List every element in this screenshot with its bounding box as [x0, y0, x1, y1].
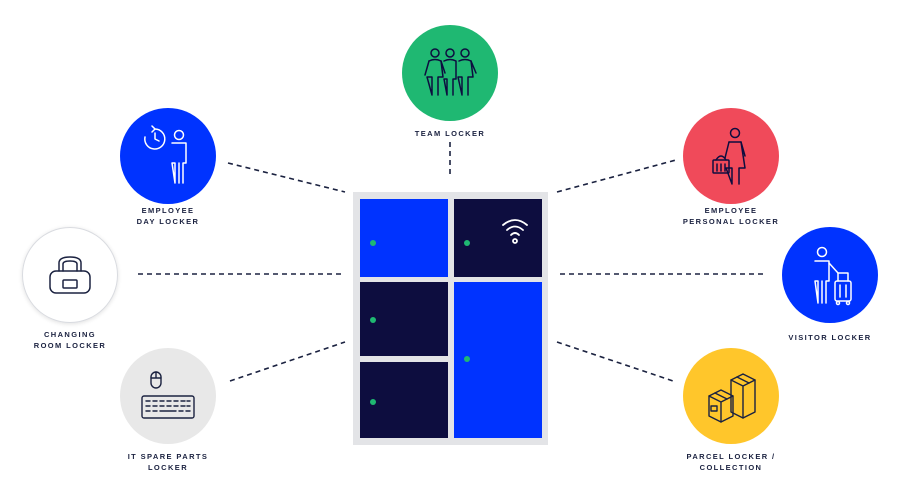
- parcel-boxes-icon: [708, 373, 756, 423]
- locker-door-bottom-left[interactable]: [360, 362, 448, 438]
- employee-personal-locker-label-line: PERSONAL LOCKER: [682, 217, 780, 226]
- team-people-icon: [424, 48, 477, 96]
- employee-day-locker-circle[interactable]: [120, 108, 216, 204]
- person-suitcase-icon: [814, 246, 852, 306]
- parcel-locker-label: PARCEL LOCKER / COLLECTION: [651, 451, 811, 473]
- door-handle: [370, 317, 376, 323]
- team-locker-label: TEAM LOCKER: [370, 128, 530, 139]
- door-handle: [464, 356, 470, 362]
- parcel-locker-circle[interactable]: [683, 348, 779, 444]
- parcel-locker-label-line: COLLECTION: [699, 463, 763, 472]
- it-spare-parts-locker-label-line: LOCKER: [147, 463, 189, 472]
- team-locker-circle[interactable]: [402, 25, 498, 121]
- employee-personal-locker-label-line: EMPLOYEE: [704, 206, 758, 215]
- connector-it-spare: [229, 341, 346, 382]
- employee-day-locker-label-line: EMPLOYEE: [141, 206, 195, 215]
- door-handle: [370, 240, 376, 246]
- visitor-locker-label: VISITOR LOCKER: [750, 332, 900, 343]
- it-spare-parts-locker-label: IT SPARE PARTS LOCKER: [88, 451, 248, 473]
- connector-employee-personal: [556, 159, 677, 193]
- changing-room-locker-label-line: CHANGING: [43, 330, 97, 339]
- locker-door-top-right[interactable]: [454, 199, 542, 277]
- door-handle: [464, 240, 470, 246]
- employee-personal-locker-label: EMPLOYEE PERSONAL LOCKER: [651, 205, 811, 227]
- employee-day-locker-label-line: DAY LOCKER: [136, 217, 200, 226]
- visitor-locker-circle[interactable]: [782, 227, 878, 323]
- locker-door-mid-left[interactable]: [360, 282, 448, 356]
- person-clock-icon: [144, 125, 187, 184]
- parcel-locker-label-line: PARCEL LOCKER /: [686, 452, 776, 461]
- it-spare-parts-locker-circle[interactable]: [120, 348, 216, 444]
- locker-door-top-left[interactable]: [360, 199, 448, 277]
- changing-room-locker-circle[interactable]: [22, 227, 118, 323]
- connector-employee-day: [227, 162, 346, 193]
- team-locker-label-line: TEAM LOCKER: [414, 129, 486, 138]
- changing-room-locker-label: CHANGING ROOM LOCKER: [0, 329, 150, 351]
- locker-door-right-tall[interactable]: [454, 282, 542, 438]
- wifi-icon: [502, 219, 528, 244]
- employee-personal-locker-circle[interactable]: [683, 108, 779, 204]
- connector-parcel: [556, 341, 677, 383]
- gym-bag-icon: [49, 256, 91, 294]
- visitor-locker-label-line: VISITOR LOCKER: [788, 333, 872, 342]
- person-handbag-icon: [712, 127, 746, 185]
- it-spare-parts-locker-label-line: IT SPARE PARTS: [127, 452, 209, 461]
- employee-day-locker-label: EMPLOYEE DAY LOCKER: [88, 205, 248, 227]
- door-handle: [370, 399, 376, 405]
- locker-cabinet: [353, 192, 548, 445]
- keyboard-mouse-icon: [141, 371, 195, 419]
- changing-room-locker-label-line: ROOM LOCKER: [33, 341, 107, 350]
